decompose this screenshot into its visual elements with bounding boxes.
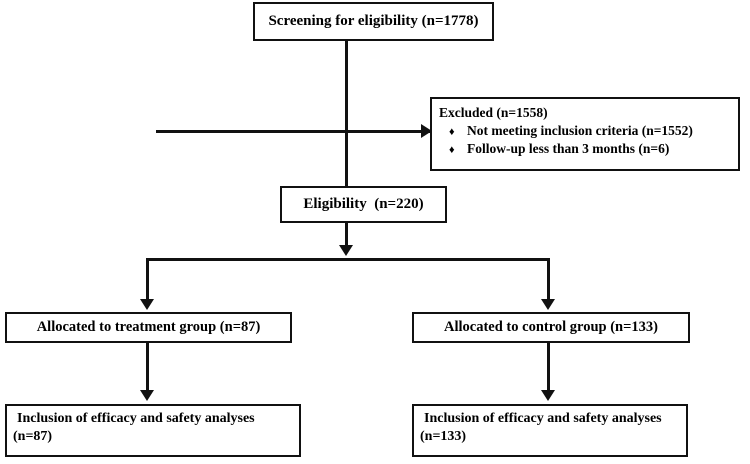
node-allocated-treatment-label: Allocated to treatment group (n=87) (36, 319, 261, 336)
node-excluded-item-label: Not meeting inclusion criteria (n=1552) (467, 123, 693, 139)
node-allocated-control-label: Allocated to control group (n=133) (444, 319, 658, 336)
diamond-bullet-icon: ♦ (449, 143, 455, 156)
connector-treatment-to-inclusion (146, 343, 149, 392)
node-screening-label: Screening for eligibility (n=1778) (268, 12, 479, 29)
connector-split-right-drop (547, 258, 550, 301)
node-excluded-header: Excluded (n=1558) (439, 105, 548, 120)
arrowhead-to-treatment-inclusion-icon (140, 390, 154, 401)
node-eligibility: Eligibility (n=220) (280, 186, 447, 223)
arrowhead-eligibility-stem-icon (339, 245, 353, 256)
node-excluded-item-label: Follow-up less than 3 months (n=6) (467, 140, 670, 156)
connector-eligibility-stem (345, 223, 348, 247)
connector-control-to-inclusion (547, 343, 550, 392)
node-excluded: Excluded (n=1558) ♦ Not meeting inclusio… (430, 97, 740, 171)
node-inclusion-treatment-line1: Inclusion of efficacy and safety analyse… (17, 411, 255, 426)
node-excluded-item: ♦ Not meeting inclusion criteria (n=1552… (439, 122, 732, 139)
connector-allocation-split-bar (146, 258, 550, 261)
node-inclusion-treatment-line2: (n=87) (13, 428, 53, 444)
node-eligibility-label: Eligibility (n=220) (303, 195, 424, 212)
connector-screening-to-eligibility (345, 41, 348, 187)
node-inclusion-treatment: Inclusion of efficacy and safety analyse… (5, 404, 301, 457)
arrowhead-to-control-inclusion-icon (541, 390, 555, 401)
node-excluded-item: ♦ Follow-up less than 3 months (n=6) (439, 140, 732, 157)
connector-to-excluded (156, 130, 433, 133)
node-allocated-treatment: Allocated to treatment group (n=87) (5, 312, 292, 343)
diamond-bullet-icon: ♦ (449, 126, 455, 139)
arrowhead-to-treatment-group-icon (140, 299, 154, 310)
arrowhead-to-control-group-icon (541, 299, 555, 310)
node-screening: Screening for eligibility (n=1778) (253, 2, 494, 41)
node-inclusion-control-line1: Inclusion of efficacy and safety analyse… (424, 411, 662, 426)
node-allocated-control: Allocated to control group (n=133) (412, 312, 690, 343)
arrowhead-to-excluded-icon (421, 124, 432, 138)
node-inclusion-control: Inclusion of efficacy and safety analyse… (412, 404, 688, 457)
connector-split-left-drop (146, 258, 149, 301)
node-inclusion-control-line2: (n=133) (420, 428, 467, 444)
